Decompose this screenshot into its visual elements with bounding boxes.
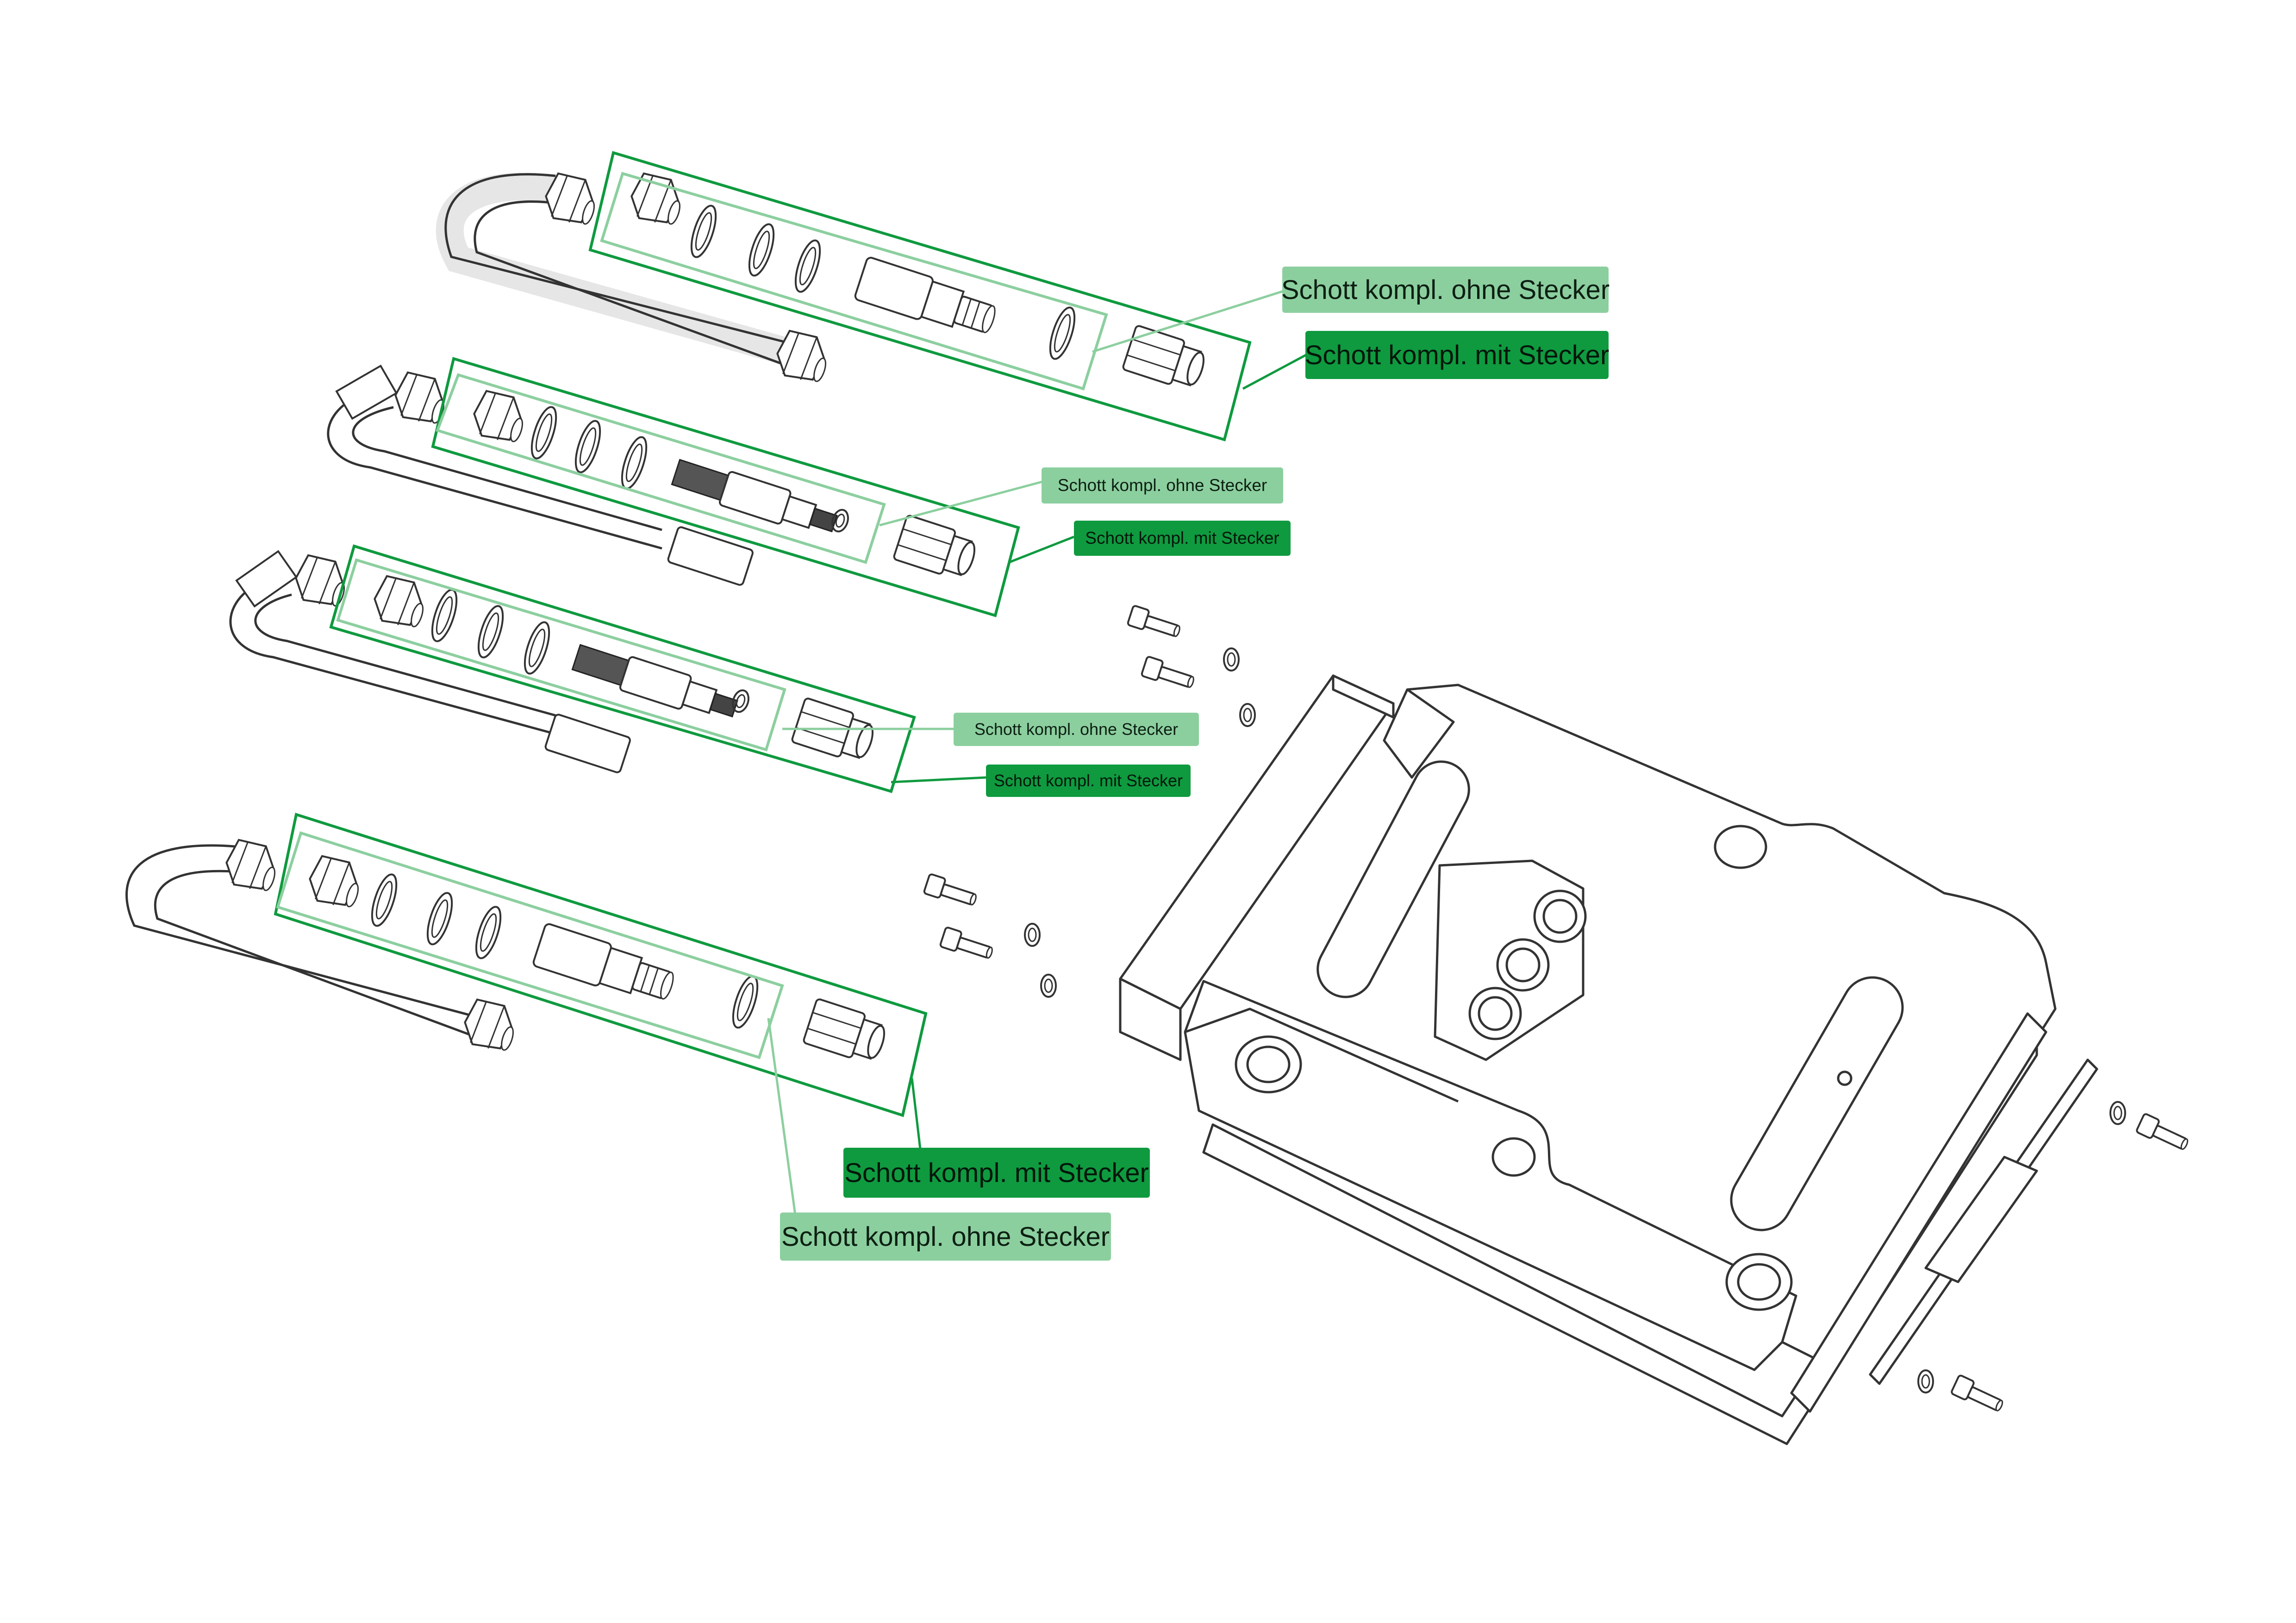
assembly-3 xyxy=(229,544,986,793)
label-schott-ohne-stecker-4: Schott kompl. ohne Stecker xyxy=(780,1213,1111,1261)
frame-mit-stecker-4 xyxy=(274,813,928,1117)
assembly-1 xyxy=(436,151,1309,442)
frame-ohne-stecker-1 xyxy=(600,172,1108,391)
assembly-2 xyxy=(327,357,1074,617)
frame-mit-stecker-1 xyxy=(588,151,1252,442)
quick-coupler-frame xyxy=(1119,674,2098,1445)
label-schott-mit-stecker-4: Schott kompl. mit Stecker xyxy=(843,1148,1150,1198)
assembly-4 xyxy=(125,813,928,1222)
label-schott-ohne-stecker-3: Schott kompl. ohne Stecker xyxy=(954,713,1199,746)
label-schott-mit-stecker-2: Schott kompl. mit Stecker xyxy=(1074,521,1291,556)
frame-mit-stecker-2 xyxy=(431,357,1020,617)
frame-mit-stecker-3 xyxy=(329,544,916,793)
label-schott-mit-stecker-3: Schott kompl. mit Stecker xyxy=(986,765,1191,797)
label-schott-ohne-stecker-2: Schott kompl. ohne Stecker xyxy=(1042,467,1283,504)
label-schott-ohne-stecker-1: Schott kompl. ohne Stecker xyxy=(1281,267,1610,313)
label-schott-mit-stecker-1: Schott kompl. mit Stecker xyxy=(1305,331,1609,379)
frame-ohne-stecker-2 xyxy=(436,373,886,564)
frame-ohne-stecker-3 xyxy=(336,558,786,752)
frame-ohne-stecker-4 xyxy=(276,831,784,1059)
